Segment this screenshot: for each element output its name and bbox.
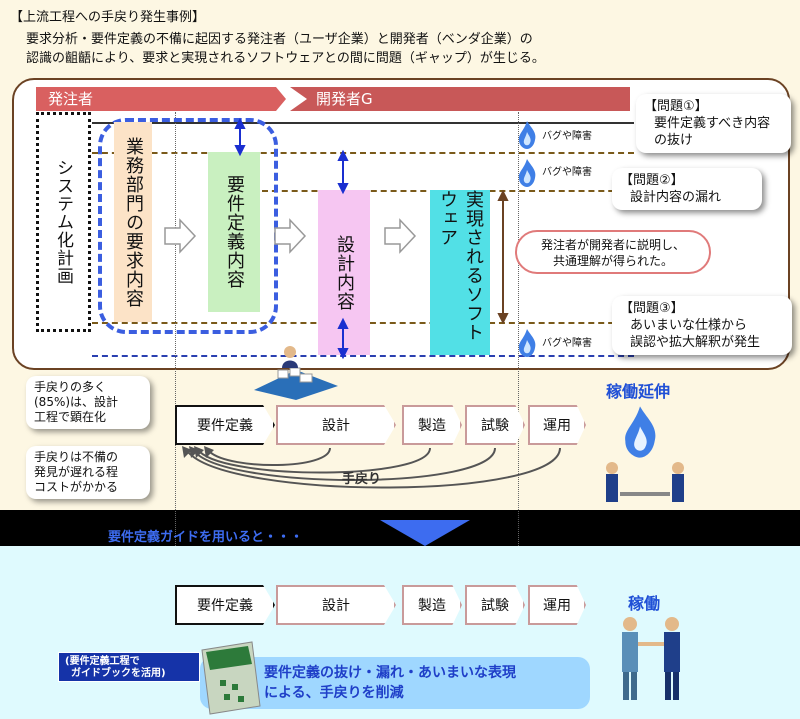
rework-arrows (182, 446, 561, 489)
explain-bubble: 発注者が開発者に説明し、 共通理解が得られた。 (515, 230, 711, 274)
process-design-2: 設計 (276, 585, 396, 625)
result-box: 要件定義の抜け・漏れ・あいまいな表現 による、手戻りを削減 (200, 657, 590, 709)
result-line-2: による、手戻りを削減 (264, 685, 404, 701)
arrow-biz-to-req (164, 218, 197, 254)
problem-1-title: 【問題①】 (644, 99, 708, 114)
bug-label-3: バグや障害 (542, 338, 592, 349)
process-test-1: 試験 (465, 405, 525, 445)
rework-85-note: 手戻りの多く (85%)は、設計 工程で顕在化 (26, 376, 150, 429)
operation-label: 稼働 (628, 594, 661, 613)
level-line-2 (92, 152, 634, 154)
diagram-title: 【上流工程への手戻り発生事例】 (10, 10, 206, 25)
guidebook-icon (201, 641, 261, 715)
extended-operation-label: 稼働延伸 (606, 382, 671, 401)
handshake-people-icon (622, 617, 680, 700)
note-2-line-3: コストがかかる (34, 480, 119, 494)
process-design-1: 設計 (276, 405, 396, 445)
problem-1-body-1: 要件定義すべき内容 (654, 116, 771, 131)
design-box: 設計内容 (318, 190, 370, 355)
note-1-line-3: 工程で顕在化 (34, 410, 107, 424)
tag-line-1: (要件定義工程で (65, 656, 140, 667)
process-test-2: 試験 (465, 585, 525, 625)
process-build-1: 製造 (402, 405, 462, 445)
bug-flame-icon-1 (518, 121, 536, 149)
result-line-1: 要件定義の抜け・漏れ・あいまいな表現 (264, 665, 516, 681)
software-box: 実現されるソフトウェア (430, 190, 490, 355)
process-ops-2: 運用 (528, 585, 586, 625)
intro-text: 要求分析・要件定義の不備に起因する発注者（ユーザ企業）と開発者（ベンダ企業）の … (26, 30, 726, 68)
big-flame-icon (625, 406, 656, 458)
process-ops-1: 運用 (528, 405, 586, 445)
note-1-line-1: 手戻りの多く (34, 380, 107, 394)
orderer-band: 発注者 (36, 87, 286, 111)
level-line-1 (92, 122, 634, 124)
guidebook-tag: (要件定義工程で ガイドブックを活用) (58, 652, 200, 682)
rework-cost-note: 手戻りは不備の 発見が遅れる程 コストがかかる (26, 446, 150, 499)
rework-label: 手戻り (342, 472, 382, 487)
intro-line-2: 認識の齟齬により、要求と実現されるソフトウェアとの間に問題（ギャップ）が生じる。 (26, 51, 545, 66)
bug-label-1: バグや障害 (542, 131, 592, 142)
problem-2-title: 【問題②】 (620, 173, 684, 188)
req-def-box: 要件定義内容 (208, 152, 260, 312)
explain-line-1: 発注者が開発者に説明し、 (540, 238, 685, 252)
bug-flame-icon-3 (518, 329, 536, 357)
problem-2-body: 設計内容の漏れ (630, 190, 722, 205)
process-req-def-1: 要件定義 (175, 405, 275, 445)
explain-line-2: 共通理解が得られた。 (552, 254, 673, 268)
process-req-def-2: 要件定義 (175, 585, 275, 625)
system-plan-box: システム化計画 (36, 112, 91, 332)
arrow-des-to-sw (384, 218, 417, 254)
arrow-req-to-des (274, 218, 307, 254)
developer-band: 開発者G (290, 87, 630, 111)
note-1-line-2: (85%)は、設計 (34, 395, 119, 409)
down-arrow-icon (380, 520, 470, 546)
tag-line-2: ガイドブックを活用) (71, 668, 166, 679)
problem-2-callout: 【問題②】 設計内容の漏れ (612, 168, 762, 210)
problem-1-callout: 【問題①】 要件定義すべき内容 の抜け (636, 94, 791, 153)
intro-line-1: 要求分析・要件定義の不備に起因する発注者（ユーザ企業）と開発者（ベンダ企業）の (26, 32, 533, 47)
guide-line-right (518, 112, 519, 612)
process-build-2: 製造 (402, 585, 462, 625)
req-scope-dashed (98, 118, 278, 334)
flow-arrows (164, 117, 509, 360)
problem-3-body-2: 誤認や拡大解釈が発生 (630, 335, 761, 350)
guide-line-left (175, 112, 176, 612)
problem-3-body-1: あいまいな仕様から (630, 318, 748, 333)
note-2-line-1: 手戻りは不備の (34, 450, 119, 464)
problem-1-body-2: の抜け (654, 133, 694, 148)
worker-at-desk-icon (254, 346, 338, 400)
problem-3-title: 【問題③】 (620, 301, 684, 316)
bug-label-2: バグや障害 (542, 167, 592, 178)
business-req-box: 業務部門の要求内容 (114, 122, 152, 322)
note-2-line-2: 発見が遅れる程 (34, 465, 119, 479)
bug-flame-icon-2 (518, 159, 536, 187)
problem-3-callout: 【問題③】 あいまいな仕様から 誤認や拡大解釈が発生 (612, 296, 792, 355)
level-line-5 (92, 355, 634, 357)
guide-usage-text: 要件定義ガイドを用いると・・・ (108, 530, 304, 545)
worried-people-icon (606, 462, 684, 502)
